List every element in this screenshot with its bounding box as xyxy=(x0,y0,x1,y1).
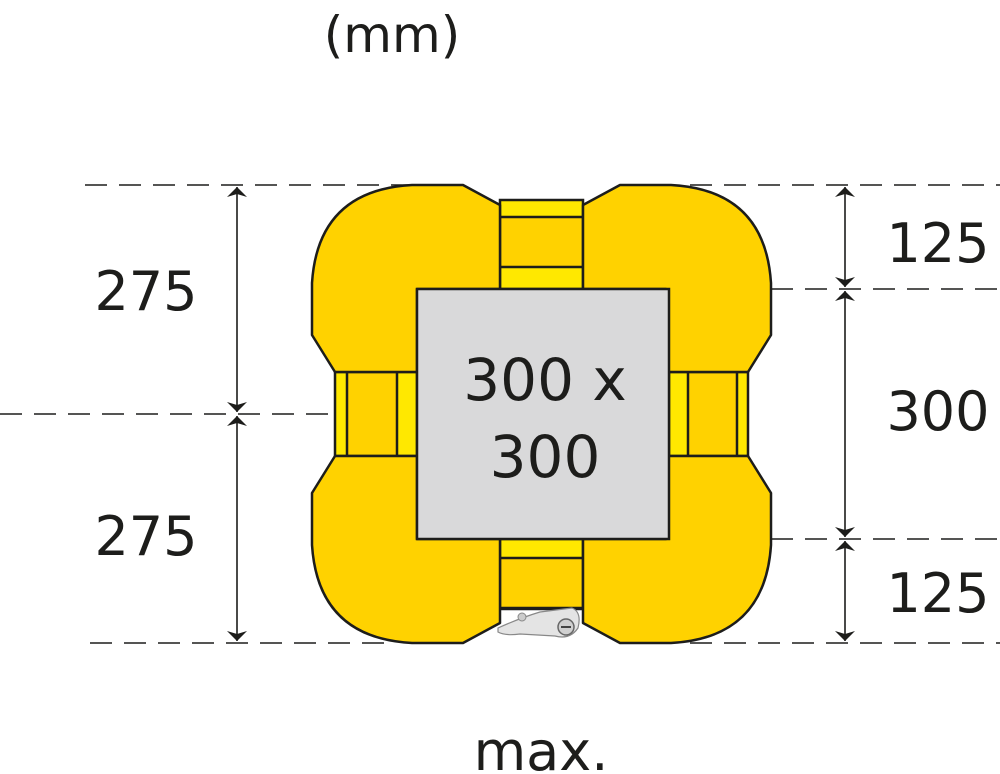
max-label: max. xyxy=(474,720,609,774)
ratchet-buckle-icon xyxy=(497,607,580,638)
strap-bottom xyxy=(498,537,585,611)
column-protector: 300 x 300 xyxy=(310,183,773,645)
column-size-line2: 300 xyxy=(490,423,601,491)
strap-top xyxy=(498,198,585,291)
unit-label: (mm) xyxy=(324,6,460,64)
strap-right xyxy=(667,370,750,458)
column-size-line1: 300 x xyxy=(463,346,626,414)
strap-left xyxy=(333,370,419,458)
dimension-label-left-upper: 275 xyxy=(94,260,197,323)
dimension-arrows xyxy=(227,187,855,641)
column-square xyxy=(415,287,671,541)
dimension-label-left-lower: 275 xyxy=(94,505,197,568)
dimension-label-right-middle: 300 xyxy=(886,380,989,443)
dimension-label-right-bottom: 125 xyxy=(886,562,989,625)
dimension-label-right-top: 125 xyxy=(886,212,989,275)
